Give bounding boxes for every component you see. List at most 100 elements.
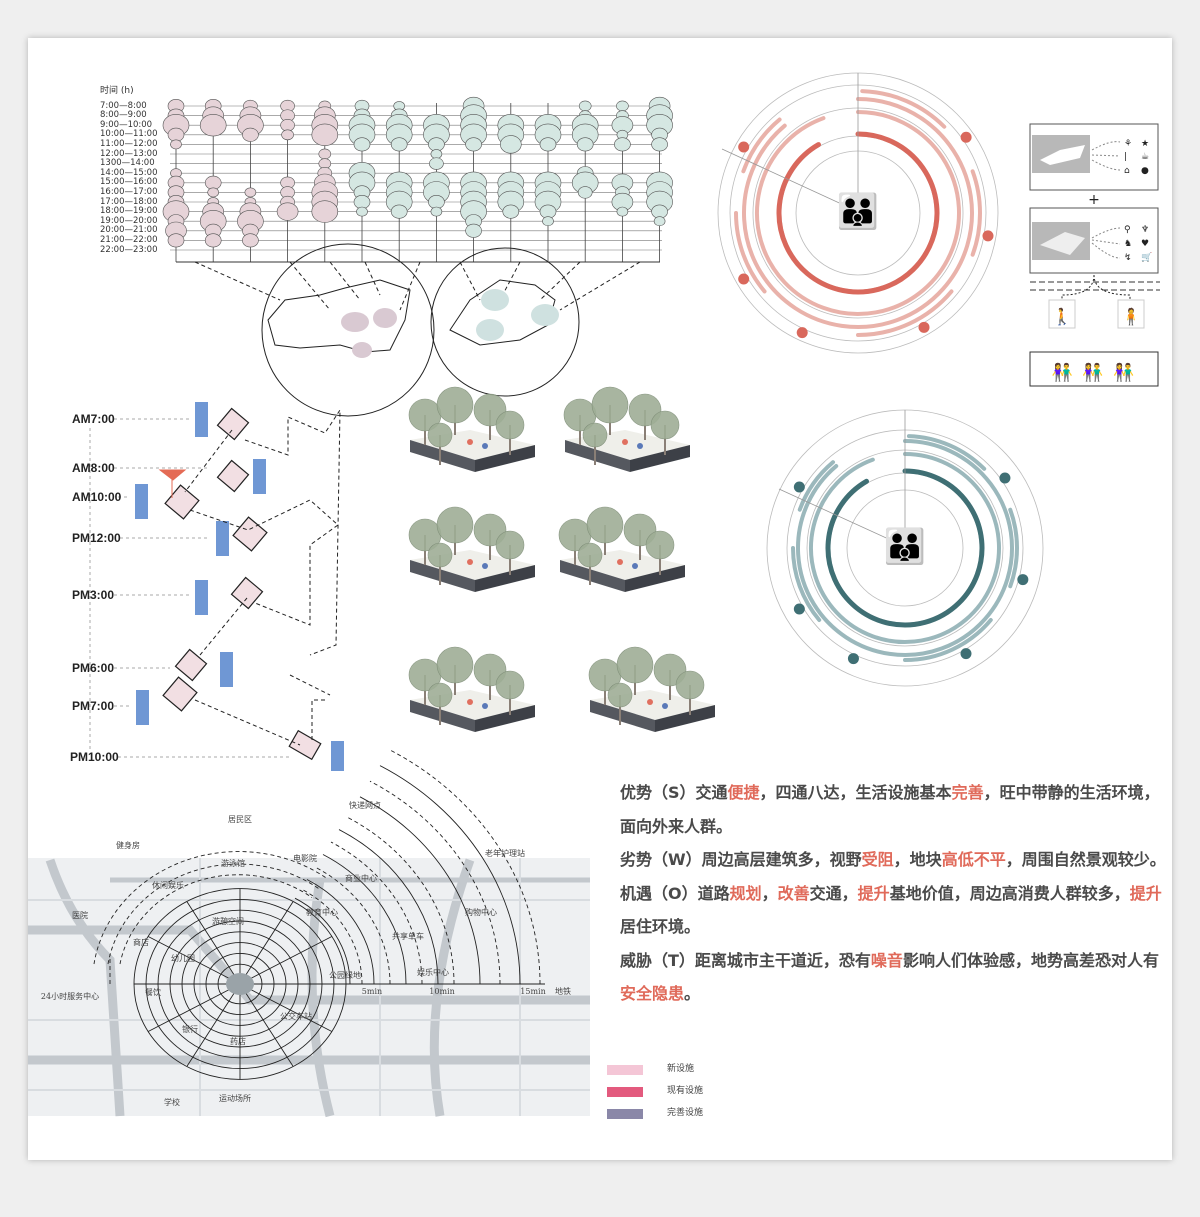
activity-bubble — [616, 100, 629, 112]
highlighted-term: 提升 — [857, 883, 890, 903]
highlighted-term: 规划 — [729, 883, 762, 903]
activity-bubble — [429, 157, 444, 170]
activity-bubble — [539, 137, 557, 152]
activity-bubble — [204, 233, 222, 248]
radial-spoke — [186, 983, 241, 1067]
ring-dot — [918, 321, 930, 333]
activity-bubble — [281, 129, 294, 141]
ring-arc — [903, 617, 993, 662]
people-groups-icon: 👫 👫 👫 — [1052, 362, 1136, 383]
ring-arc — [791, 546, 822, 622]
radial-spoke — [239, 901, 294, 985]
label-10min: 10min — [429, 987, 455, 996]
swot-text: ，四通八达，生活设施基本 — [759, 783, 952, 802]
tree-icon — [427, 422, 453, 448]
tree-icon — [495, 410, 525, 440]
time-arc — [379, 765, 521, 985]
park-vignette — [563, 386, 690, 472]
label-15min: 15min — [520, 987, 546, 996]
activity-bubble — [576, 137, 594, 152]
person-icon — [662, 703, 668, 709]
people-figures-icon: 👪 — [884, 527, 926, 567]
highlighted-term: 改善 — [777, 883, 810, 903]
activity-bubble — [242, 233, 259, 248]
activity-bubble — [207, 187, 219, 198]
highlighted-term: 噪音 — [870, 950, 903, 970]
activity-bubble — [318, 148, 332, 160]
swot-text: ， — [761, 883, 778, 903]
person-icon — [622, 439, 628, 445]
activity-bubble — [542, 216, 554, 227]
activity-bubble — [502, 204, 520, 219]
time-row-label: 18:00—19:00 — [100, 206, 158, 217]
activity-bubble — [651, 204, 668, 219]
facility-icons: ⚘★|☕⌂● ⚲♆♞♥↯🛒 — [1124, 139, 1152, 263]
ring-arc — [906, 434, 987, 471]
highlighted-term: 便捷 — [727, 783, 760, 802]
activity-bubble — [578, 100, 592, 112]
time-arc — [338, 829, 439, 985]
svg-text:♆: ♆ — [1141, 225, 1149, 235]
legend-label: 现有设施 — [667, 1086, 704, 1096]
facility-flow-diagram: + ⚘★|☕⌂● ⚲♆♞♥↯🛒 🚶 🧍 👫 👫 👫 — [1029, 123, 1160, 387]
tree-icon — [675, 670, 705, 700]
tree-icon — [650, 410, 680, 440]
ring-dot — [793, 603, 805, 615]
time-label-pm10: PM10:00 — [70, 750, 119, 764]
legend-existing-facilities: 现有设施 — [607, 1086, 703, 1097]
swot-text: ，地块 — [893, 850, 942, 869]
label-pharmacy: 药店 — [230, 1037, 246, 1046]
time-arc — [294, 897, 351, 985]
park-vignette — [408, 646, 535, 732]
activity-bubble — [353, 195, 371, 210]
svg-text:★: ★ — [1141, 139, 1149, 149]
time-row-label: 12:00—13:00 — [100, 148, 158, 159]
activity-bubble — [244, 187, 257, 198]
time-arc — [300, 888, 363, 985]
swot-analysis: 优势（S）交通便捷，四通八达，生活设施基本完善，旺中带静的生活环境，面向外来人群… — [620, 776, 1168, 1011]
legend-improved-facilities: 完善设施 — [607, 1108, 703, 1119]
label-school: 学校 — [164, 1098, 180, 1107]
swot-text: 交通， — [809, 883, 858, 903]
time-row-label: 20:00—21:00 — [100, 225, 158, 236]
radial-spoke — [239, 983, 333, 1032]
person-icon — [637, 443, 643, 449]
label-cinema: 电影院 — [293, 854, 317, 863]
tree-icon — [577, 542, 603, 568]
time-row-label: 22:00—23:00 — [100, 244, 158, 255]
label-sports: 运动场所 — [219, 1094, 251, 1103]
time-arc — [330, 841, 423, 985]
time-label-pm6: PM6:00 — [72, 661, 115, 675]
park-vignette — [408, 386, 535, 472]
swot-text: 影响人们体验感，地势高差恐对人有 — [902, 950, 1159, 970]
ring-arc — [796, 439, 1014, 657]
activity-bubble — [353, 137, 371, 152]
time-arc — [346, 816, 455, 985]
activity-bubble — [653, 216, 666, 227]
label-shopping: 购物中心 — [465, 908, 497, 917]
swot-text: ，周围自然景观较少。 — [1005, 850, 1166, 869]
time-arc — [306, 879, 375, 985]
ring-dot — [999, 472, 1011, 484]
ring-dot — [960, 648, 972, 660]
svg-text:♞: ♞ — [1124, 239, 1132, 249]
tree-icon — [582, 422, 608, 448]
label-elderly: 老年护理站 — [485, 849, 525, 858]
label-residential: 居民区 — [228, 815, 252, 824]
tree-icon — [427, 682, 453, 708]
ring-arc — [856, 289, 954, 337]
activity-vignettes — [408, 386, 715, 732]
legend-label: 完善设施 — [667, 1108, 704, 1118]
radial-spoke — [239, 936, 333, 985]
person-icon — [467, 559, 473, 565]
tree-icon — [436, 646, 474, 684]
ring-arc — [755, 110, 961, 316]
radial-spoke — [186, 901, 241, 985]
activity-bubble — [390, 204, 408, 219]
svg-text:♥: ♥ — [1141, 239, 1149, 249]
legend-new-facilities: 新设施 — [607, 1064, 694, 1075]
ring-dot — [738, 273, 750, 285]
time-row-label: 17:00—18:00 — [100, 196, 158, 207]
highlighted-term: 受阻 — [861, 850, 894, 869]
